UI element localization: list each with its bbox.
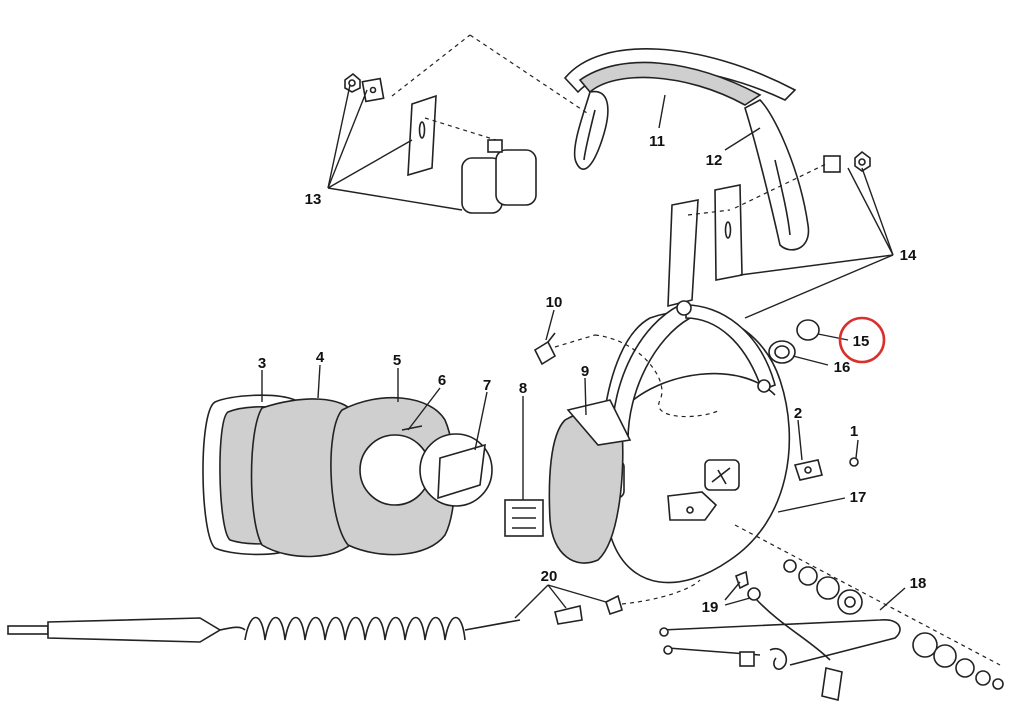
label-part-11: 11 — [649, 133, 665, 150]
label-part-16: 16 — [834, 359, 851, 376]
label-part-8: 8 — [519, 380, 527, 397]
label-part-20: 20 — [541, 568, 558, 585]
label-part-13: 13 — [305, 191, 322, 208]
label-part-3: 3 — [258, 355, 266, 372]
leader-lines — [261, 84, 906, 619]
label-part-18: 18 — [910, 575, 927, 592]
label-part-9: 9 — [581, 363, 589, 380]
label-part-5: 5 — [393, 352, 401, 369]
label-part-10: 10 — [546, 294, 563, 311]
label-part-12: 12 — [706, 152, 723, 169]
label-part-14: 14 — [900, 247, 917, 264]
label-part-19: 19 — [702, 599, 719, 616]
label-part-15: 15 — [853, 333, 870, 350]
coiled-cord — [7, 579, 701, 643]
label-part-6: 6 — [438, 372, 446, 389]
label-part-2: 2 — [794, 405, 802, 422]
part-13-hardware — [344, 34, 591, 214]
label-part-4: 4 — [316, 349, 325, 366]
small-hardware — [533, 319, 859, 481]
part-labels: 1 2 3 4 5 6 7 8 9 10 11 12 13 14 15 16 1… — [258, 133, 927, 616]
highlight-circle — [838, 316, 886, 364]
ear-seal-stack — [202, 394, 632, 564]
microphone-boom — [659, 524, 1004, 701]
label-part-7: 7 — [483, 377, 491, 394]
label-part-17: 17 — [850, 489, 867, 506]
headband — [563, 48, 810, 251]
part-14-hardware — [667, 150, 871, 308]
label-part-1: 1 — [850, 423, 858, 440]
